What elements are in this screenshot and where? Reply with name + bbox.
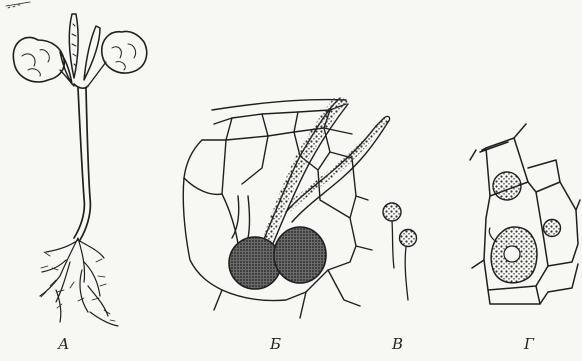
seedling-roots [40,238,118,326]
spore-lower [400,230,417,301]
host-tissue-drawing [183,97,389,318]
spore-sac-left [229,237,281,289]
cells-drawing [470,124,580,304]
spore-upper [383,203,401,268]
cell-nucleus-upper [493,172,521,200]
panel-label-b: Б [270,337,281,352]
spore-sac-right [274,227,326,283]
seedling-bud [60,14,100,84]
panel-label-a: А [58,337,69,352]
seedling-stem [74,84,90,240]
cell-parasite-body [489,227,537,283]
spores-drawing [383,203,417,300]
panel-label-v: В [392,337,403,352]
cell-nucleus-right [544,220,561,237]
hypha [262,97,390,246]
panel-label-g: Г [524,337,534,352]
seedling-drawing [13,14,146,326]
seedling-cotyledon-right [88,31,147,86]
